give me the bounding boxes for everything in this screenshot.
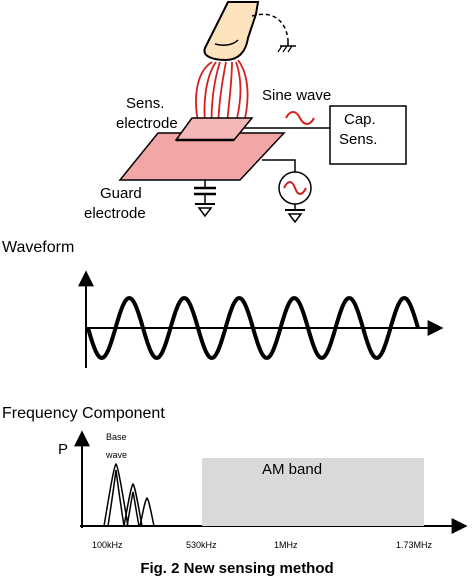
finger-icon bbox=[203, 0, 260, 62]
harmonic-peak-1-inner bbox=[107, 469, 125, 527]
harmonic-peak-2-inner bbox=[126, 491, 140, 527]
guard-electrode-label-2: electrode bbox=[84, 205, 146, 222]
cap-sens-label-2: Sens. bbox=[339, 131, 377, 148]
guard-electrode-label-1: Guard bbox=[100, 185, 142, 202]
ground-icon bbox=[195, 203, 215, 218]
sens-electrode-label-2: electrode bbox=[116, 115, 178, 132]
power-axis-label: P bbox=[58, 441, 68, 458]
tick-1-73mhz: 1.73MHz bbox=[396, 540, 433, 550]
sine-wave-label: Sine wave bbox=[262, 87, 331, 104]
frequency-title: Frequency Component bbox=[2, 405, 165, 422]
cap-sens-box bbox=[329, 105, 407, 165]
figure-caption: Fig. 2 New sensing method bbox=[140, 560, 333, 577]
sens-electrode-label-1: Sens. bbox=[126, 95, 164, 112]
guard-electrode bbox=[118, 132, 286, 181]
cap-sens-label-1: Cap. bbox=[344, 111, 376, 128]
am-band-label: AM band bbox=[262, 461, 322, 478]
sine-waveform bbox=[86, 296, 420, 360]
base-wave-label-2: wave bbox=[105, 450, 127, 460]
tick-100khz: 100kHz bbox=[92, 540, 123, 550]
base-wave-label-1: Base bbox=[106, 432, 127, 442]
ground-icon bbox=[285, 209, 305, 224]
ac-source-icon bbox=[278, 171, 312, 205]
harmonic-peaks bbox=[103, 462, 155, 527]
tick-1mhz: 1MHz bbox=[274, 540, 298, 550]
tick-530khz: 530kHz bbox=[186, 540, 217, 550]
guard-wire bbox=[262, 159, 296, 172]
waveform-title: Waveform bbox=[2, 239, 74, 256]
sine-symbol-icon bbox=[285, 111, 315, 125]
harmonic-peak-2 bbox=[123, 482, 143, 527]
harmonic-peak-1 bbox=[103, 462, 129, 527]
capacitor-icon bbox=[194, 186, 216, 196]
am-band-area bbox=[202, 458, 424, 526]
finger-ground-icon bbox=[251, 13, 296, 53]
harmonic-peak-3 bbox=[139, 496, 155, 527]
